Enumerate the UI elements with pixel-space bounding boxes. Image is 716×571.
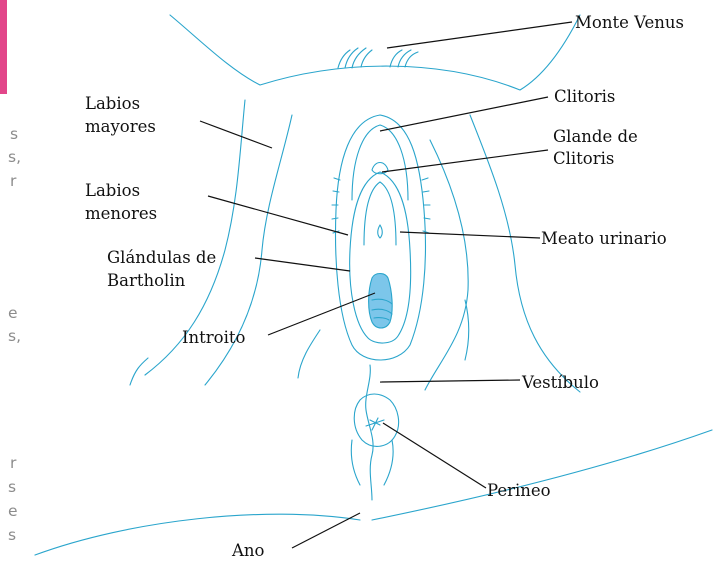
leader-labios-mayores [200, 121, 272, 148]
label-introito: Introito [182, 327, 245, 348]
leader-vestibulo [380, 380, 520, 382]
leader-introito [268, 293, 375, 335]
anal-cleft [351, 440, 393, 485]
left-buttock-contour [35, 514, 360, 555]
leader-labios-menores [208, 196, 348, 235]
label-bartholin-line1: Glándulas de [107, 247, 216, 268]
label-clitoris: Clitoris [554, 86, 615, 107]
perineum-seam [366, 365, 373, 500]
leader-monte-venus [387, 22, 572, 48]
label-ano: Ano [232, 540, 264, 561]
pubic-hair [338, 48, 418, 68]
leader-glande [382, 150, 548, 172]
leader-clitoris [380, 97, 548, 131]
urethral-meatus [378, 225, 383, 238]
label-vestibulo: Vestíbulo [522, 372, 599, 393]
labia-minora-inner [364, 182, 396, 245]
lower-left-curve [130, 358, 148, 385]
right-thigh-inner [425, 140, 468, 390]
label-glande-line2: Clitoris [553, 148, 614, 169]
label-meato-urinario: Meato urinario [541, 228, 667, 249]
leader-meato [400, 232, 540, 238]
label-labios-menores-line1: Labios [85, 180, 140, 201]
leader-ano [292, 513, 360, 548]
label-monte-venus: Monte Venus [575, 12, 684, 33]
label-labios-mayores-line2: mayores [85, 116, 156, 137]
pubic-contour [170, 15, 580, 90]
label-labios-menores-line2: menores [85, 203, 157, 224]
left-leg-inner [298, 330, 320, 378]
right-buttock-contour [372, 430, 712, 520]
label-bartholin-line2: Bartholin [107, 270, 185, 291]
label-perineo: Perineo [487, 480, 551, 501]
leader-perineo [383, 423, 486, 488]
side-hair [332, 178, 430, 233]
label-labios-mayores-line1: Labios [85, 93, 140, 114]
label-glande-line1: Glande de [553, 126, 638, 147]
